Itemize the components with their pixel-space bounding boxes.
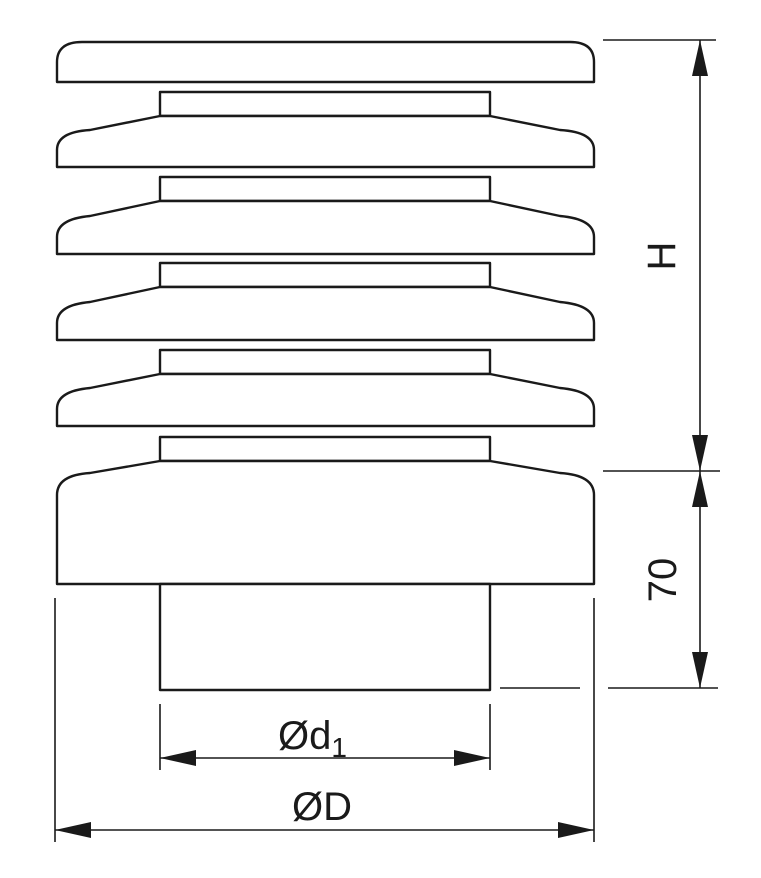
arrow-head: [692, 652, 708, 688]
arrow-head: [692, 471, 708, 507]
collar: [158, 348, 492, 376]
arrow-head: [692, 40, 708, 76]
height-label: H: [640, 242, 684, 271]
inner-diameter-label: Ød1: [278, 714, 347, 763]
ventilation-cap: [55, 40, 596, 692]
arrow-head: [55, 822, 91, 838]
base-height-label: 70: [641, 558, 685, 603]
inner-diameter-dimension: Ød1: [159, 704, 491, 770]
outer-diameter-dimension: ØD: [54, 598, 595, 842]
arrow-head: [454, 750, 490, 766]
arrow-head: [160, 750, 196, 766]
inner-diameter-subscript: 1: [331, 732, 347, 763]
base-height-dimension: 70: [500, 471, 718, 689]
collar: [158, 90, 492, 118]
arrow-head: [558, 822, 594, 838]
louvre-disc: [55, 199, 596, 256]
louvre-disc: [55, 285, 596, 342]
collar: [158, 261, 492, 289]
top-cap-disc: [55, 40, 596, 84]
base-body: [55, 459, 596, 586]
collar: [158, 175, 492, 203]
height-dimension: H: [603, 39, 720, 472]
louvre-disc: [55, 114, 596, 169]
arrow-head: [692, 435, 708, 471]
spigot: [158, 582, 492, 692]
inner-diameter-prefix: Ød: [278, 714, 331, 758]
louvre-disc: [55, 372, 596, 428]
outer-diameter-label: ØD: [292, 785, 352, 829]
collar: [158, 435, 492, 463]
